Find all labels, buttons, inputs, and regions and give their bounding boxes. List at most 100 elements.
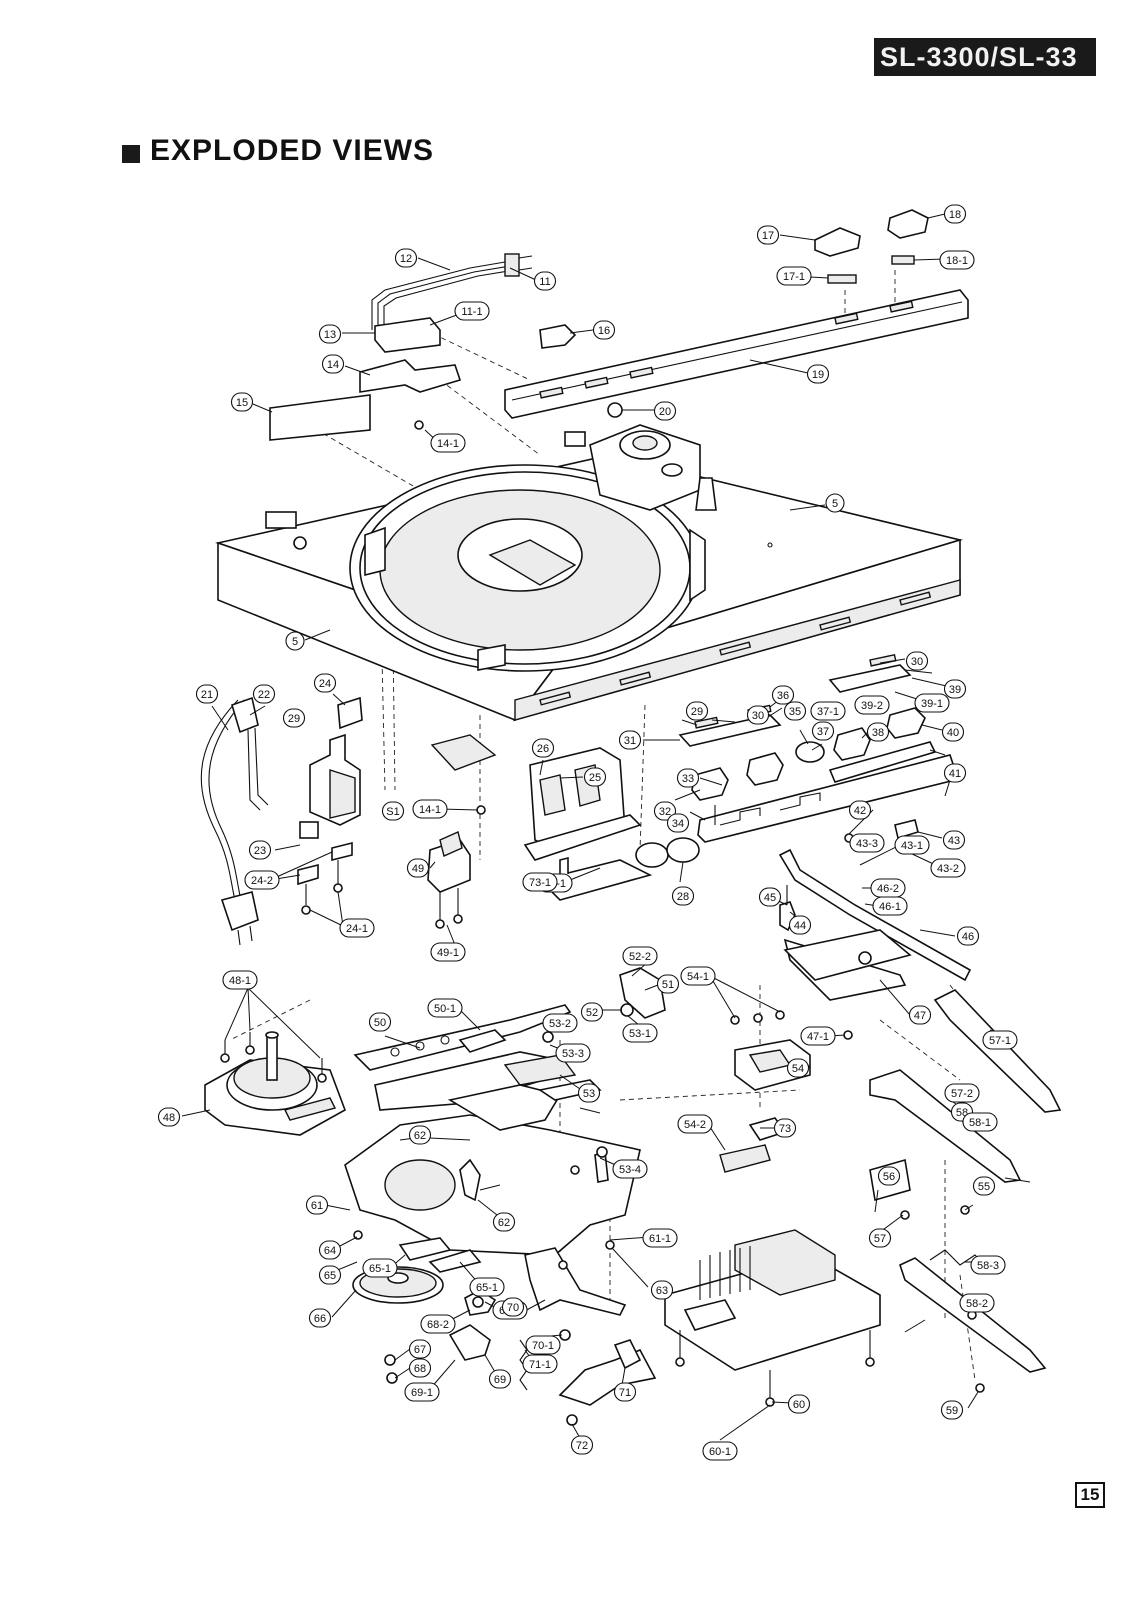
callout-label: 53-3 [562, 1048, 584, 1060]
callout-41: 41 [943, 763, 967, 783]
callout-label: 58-2 [966, 1298, 988, 1310]
callout-label: 69-1 [411, 1387, 433, 1399]
callout-label: 12 [400, 253, 412, 265]
callout-66: 66 [308, 1308, 332, 1328]
callout-S1: S1 [381, 801, 405, 821]
callout-label: 69 [494, 1374, 506, 1386]
callout-14-1: 14-1 [430, 433, 466, 453]
callout-label: 71-1 [529, 1359, 551, 1371]
callout-label: 43-2 [937, 863, 959, 875]
callout-label: 38 [872, 727, 884, 739]
callout-65: 65 [318, 1265, 342, 1285]
callout-32: 32 [653, 801, 677, 821]
callout-label: 41 [949, 768, 961, 780]
callout-53-4: 53-4 [612, 1159, 648, 1179]
callout-label: 25 [589, 772, 601, 784]
callout-73: 73 [773, 1118, 797, 1138]
callout-label: 68-2 [427, 1319, 449, 1331]
callout-62: 62 [408, 1125, 432, 1145]
callout-label: 71 [619, 1387, 631, 1399]
callout-61: 61 [305, 1195, 329, 1215]
callout-46-1: 46-1 [872, 896, 908, 916]
callout-58-3: 58-3 [970, 1255, 1006, 1275]
callout-13: 13 [318, 324, 342, 344]
callout-65-1: 65-1 [362, 1258, 398, 1278]
callout-46-2: 46-2 [870, 878, 906, 898]
callout-37: 37 [811, 721, 835, 741]
callout-44: 44 [788, 915, 812, 935]
callout-label: 62 [498, 1217, 510, 1229]
terminal-block [269, 317, 462, 441]
callout-31: 31 [618, 730, 642, 750]
callout-label: 5 [292, 636, 298, 648]
callout-label: 62 [414, 1130, 426, 1142]
callout-label: 61 [311, 1200, 323, 1212]
callout-53: 53 [577, 1083, 601, 1103]
callout-37-1: 37-1 [810, 701, 846, 721]
callout-label: 14 [327, 359, 339, 371]
callout-14: 14 [321, 354, 345, 374]
cord-set [200, 696, 269, 946]
callout-52-2: 52-2 [622, 946, 658, 966]
callout-54: 54 [786, 1058, 810, 1078]
motor-assembly [204, 1031, 346, 1136]
callout-label: 36 [777, 690, 789, 702]
callout-label: 68 [414, 1363, 426, 1375]
callout-label: 49-1 [437, 947, 459, 959]
callout-43-2: 43-2 [930, 858, 966, 878]
callout-label: 64 [324, 1245, 336, 1257]
callout-61-1: 61-1 [642, 1228, 678, 1248]
callout-73-1: 73-1 [522, 872, 558, 892]
model-number: SL-3300/SL-33 [880, 42, 1078, 72]
callout-label: 23 [254, 845, 266, 857]
callout-65-1: 65-1 [469, 1277, 505, 1297]
callout-70-1: 70-1 [525, 1335, 561, 1355]
callout-46: 46 [956, 926, 980, 946]
callout-19: 19 [806, 364, 830, 384]
callout-17-1: 17-1 [776, 266, 812, 286]
callout-label: 17-1 [783, 271, 805, 283]
callout-label: 29 [288, 713, 300, 725]
callout-55: 55 [972, 1176, 996, 1196]
callout-17: 17 [756, 225, 780, 245]
callout-68: 68 [408, 1358, 432, 1378]
detection-switch-group [719, 929, 912, 1173]
callout-56: 56 [877, 1166, 901, 1186]
callout-64: 64 [318, 1240, 342, 1260]
callout-label: 5 [832, 498, 838, 510]
callout-label: 22 [258, 689, 270, 701]
callout-label: 60-1 [709, 1446, 731, 1458]
callout-60-1: 60-1 [702, 1441, 738, 1461]
callout-label: 61-1 [649, 1233, 671, 1245]
callout-label: 47 [914, 1010, 926, 1022]
main-pcb [664, 1229, 881, 1400]
callout-label: 11 [539, 276, 550, 288]
callout-54-1: 54-1 [680, 966, 716, 986]
callout-23: 23 [248, 840, 272, 860]
page-number: 15 [1075, 1482, 1105, 1508]
callout-58-2: 58-2 [959, 1293, 995, 1313]
callout-label: 14-1 [419, 804, 441, 816]
callout-47: 47 [908, 1005, 932, 1025]
callout-53-2: 53-2 [542, 1013, 578, 1033]
callout-20: 20 [653, 401, 677, 421]
callout-label: 53 [583, 1088, 595, 1100]
callout-30: 30 [746, 705, 770, 725]
callout-50-1: 50-1 [427, 998, 463, 1018]
callout-11-1: 11-1 [454, 301, 490, 321]
callout-label: 34 [672, 818, 684, 830]
power-cord-assembly [371, 253, 533, 330]
callout-label: 54 [792, 1063, 804, 1075]
callout-5: 5 [825, 493, 845, 513]
callout-48: 48 [157, 1107, 181, 1127]
callout-33: 33 [676, 768, 700, 788]
callout-21: 21 [195, 684, 219, 704]
callout-16: 16 [592, 320, 616, 340]
callout-label: 19 [812, 369, 824, 381]
callout-label: 18 [949, 209, 961, 221]
callout-label: 43-3 [856, 838, 878, 850]
callout-label: 53-2 [549, 1018, 571, 1030]
callout-label: 55 [978, 1181, 990, 1193]
title-bullet-icon [122, 145, 140, 163]
callout-36: 36 [771, 685, 795, 705]
